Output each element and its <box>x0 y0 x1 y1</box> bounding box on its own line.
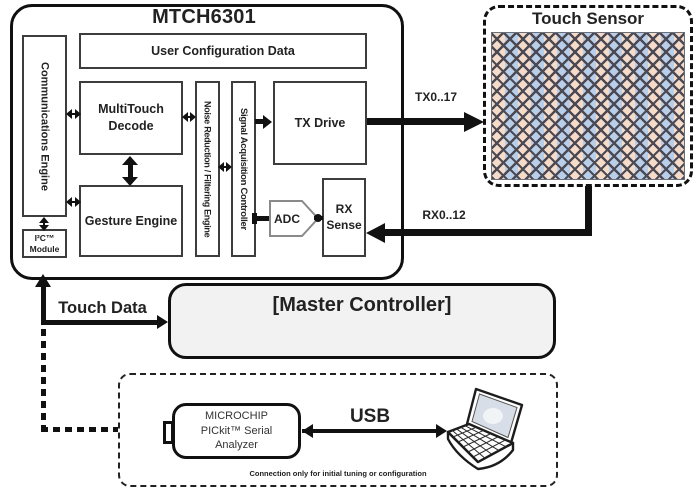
i2c-module-block: I²C™ Module <box>22 229 67 258</box>
adc-rxsense-node <box>314 214 322 222</box>
multitouch-decode-line1: MultiTouch <box>98 102 164 117</box>
communications-engine-label: Communications Engine <box>38 61 51 191</box>
tx-signal-label: TX0..17 <box>414 90 458 104</box>
mtch6301-title: MTCH6301 <box>152 6 256 28</box>
pickit-line3: Analyzer <box>215 439 258 452</box>
laptop-icon <box>446 387 524 471</box>
usb-wire <box>302 429 436 433</box>
comm-i2c-arrow <box>39 217 49 231</box>
usb-wire-left-head <box>302 424 313 438</box>
rx-signal-label: RX0..12 <box>422 208 466 222</box>
pickit-analyzer-block: MICROCHIP PICkit™ Serial Analyzer <box>172 403 301 459</box>
rx-sense-block: RX Sense <box>322 178 366 257</box>
rx-wire-head <box>366 222 385 243</box>
user-configuration-data-block: User Configuration Data <box>79 33 367 69</box>
touch-data-label: Touch Data <box>58 299 147 317</box>
tuning-footnote: Connection only for initial tuning or co… <box>249 469 427 478</box>
adc-label: ADC <box>274 211 300 226</box>
pickit-line1: MICROCHIP <box>205 410 268 423</box>
master-controller-block: [Master Controller] <box>168 283 556 359</box>
noise-reduction-label: Noise Reduction / Filtering Engine <box>202 100 213 238</box>
noise-reduction-block: Noise Reduction / Filtering Engine <box>195 81 220 257</box>
i2c-wire-up-head <box>35 274 51 287</box>
usb-label: USB <box>349 406 391 427</box>
communications-engine-block: Communications Engine <box>22 35 67 217</box>
i2c-module-line2: Module <box>29 243 60 254</box>
adc-pentagon-shape <box>269 200 320 237</box>
touch-data-wire <box>41 320 157 325</box>
tx-wire-head <box>464 111 484 132</box>
multitouch-decode-block: MultiTouch Decode <box>79 81 183 155</box>
rx-sense-line1: RX <box>335 201 353 216</box>
noise-signal-arrow <box>218 162 232 172</box>
tx-wire <box>367 118 465 125</box>
sensor-grid-pattern-icon <box>491 32 685 180</box>
config-wire-vertical <box>41 329 46 430</box>
signal-txdrive-arrow-head <box>263 114 272 129</box>
multitouch-noise-arrow <box>182 112 196 122</box>
comm-multitouch-arrow <box>66 109 81 119</box>
signal-acquisition-block: Signal Acquisition Controller <box>231 81 256 257</box>
tx-drive-block: TX Drive <box>273 81 367 165</box>
i2c-wire-vertical <box>41 287 46 325</box>
adc-block: ADC <box>269 200 320 237</box>
signal-txdrive-arrow-stem <box>255 119 264 124</box>
multitouch-gesture-arrow <box>122 156 139 186</box>
gesture-engine-block: Gesture Engine <box>79 185 183 257</box>
rx-sense-line2: Sense <box>326 217 362 232</box>
comm-gesture-arrow <box>66 197 81 207</box>
config-wire-horizontal <box>41 427 153 432</box>
pickit-line2: PICkit™ Serial <box>200 424 273 437</box>
pickit-connector-icon <box>163 421 174 444</box>
rx-wire-vertical <box>585 186 592 233</box>
touch-sensor-title: Touch Sensor <box>531 9 645 28</box>
signal-adc-link <box>255 216 269 221</box>
signal-acquisition-label: Signal Acquisition Controller <box>238 108 249 230</box>
i2c-module-line1: I²C™ <box>34 232 55 243</box>
touch-data-wire-head <box>157 315 168 329</box>
rx-wire-horizontal <box>384 229 592 236</box>
signal-adc-cap <box>252 213 257 224</box>
multitouch-decode-line2: Decode <box>108 119 154 133</box>
usb-wire-right-head <box>436 424 447 438</box>
